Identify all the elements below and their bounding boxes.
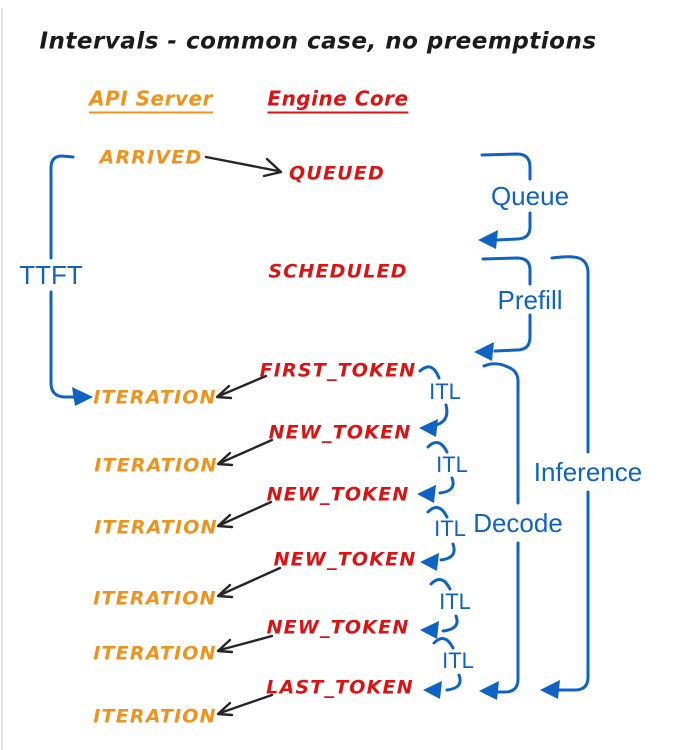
arrow-head bbox=[262, 157, 283, 178]
new-token-3-to-iteration-arrow bbox=[216, 566, 282, 599]
arrived-to-queued-arrow bbox=[204, 155, 283, 178]
column-header-engine-core: Engine Core bbox=[267, 89, 409, 114]
ttft-bracket bbox=[49, 154, 93, 406]
event-iteration-4: ITERATION bbox=[93, 587, 217, 610]
ttft-bracket-top bbox=[49, 154, 75, 260]
inference-arrowhead bbox=[540, 680, 560, 699]
column-header-api-server: API Server bbox=[89, 89, 213, 114]
event-iteration-1: ITERATION bbox=[93, 386, 217, 409]
event-new-token-1: NEW_TOKEN bbox=[268, 421, 412, 444]
event-first-token: FIRST_TOKEN bbox=[259, 359, 417, 382]
decode-arrowhead bbox=[479, 681, 499, 700]
queue-arrowhead bbox=[478, 230, 498, 249]
interval-label-itl-2: ITL bbox=[436, 452, 468, 477]
event-arrived: ARRIVED bbox=[99, 146, 203, 169]
interval-label-decode: Decode bbox=[473, 508, 563, 538]
itl-5-arc bbox=[432, 637, 455, 650]
itl-connector-5 bbox=[423, 637, 462, 699]
arrow-line bbox=[218, 634, 274, 652]
interval-label-ttft: TTFT bbox=[19, 260, 83, 290]
interval-label-itl-3: ITL bbox=[434, 516, 466, 541]
event-scheduled: SCHEDULED bbox=[268, 260, 408, 283]
diagram-title: Intervals - common case, no preemptions bbox=[39, 28, 597, 55]
event-iteration-2: ITERATION bbox=[94, 454, 218, 477]
arrow-head bbox=[216, 583, 234, 599]
queue-bracket-top bbox=[480, 152, 532, 181]
interval-label-prefill: Prefill bbox=[497, 285, 563, 315]
interval-label-itl-4: ITL bbox=[439, 589, 471, 614]
event-iteration-5: ITERATION bbox=[93, 642, 217, 665]
itl-3-arrowhead bbox=[420, 553, 439, 571]
itl-3-hook bbox=[439, 542, 456, 562]
new-token-4-to-iteration-arrow bbox=[216, 634, 274, 654]
interval-label-itl-1: ITL bbox=[429, 379, 461, 404]
arrow-line bbox=[218, 693, 274, 715]
event-new-token-3: NEW_TOKEN bbox=[273, 548, 417, 571]
itl-5-hook bbox=[445, 673, 462, 692]
itl-5-arrowhead bbox=[423, 681, 442, 699]
queue-bracket-bottom bbox=[495, 211, 532, 242]
itl-4-arc bbox=[429, 578, 452, 591]
itl-3-arc bbox=[426, 506, 449, 519]
itl-connector-1 bbox=[418, 365, 449, 437]
black-arrows bbox=[204, 155, 283, 717]
inference-bracket-bottom bbox=[557, 490, 590, 692]
event-new-token-2: NEW_TOKEN bbox=[266, 483, 410, 506]
arrow-head bbox=[215, 384, 233, 400]
interval-label-queue: Queue bbox=[490, 181, 570, 211]
arrow-line bbox=[217, 374, 268, 398]
event-iteration-6: ITERATION bbox=[93, 705, 217, 728]
itl-2-arrowhead bbox=[417, 485, 436, 503]
decode-bracket-bottom bbox=[496, 541, 520, 694]
interval-label-itl-5: ITL bbox=[442, 648, 474, 673]
itl-1-arc bbox=[418, 365, 441, 380]
prefill-arrowhead bbox=[474, 342, 494, 361]
prefill-bracket bbox=[474, 256, 532, 361]
arrow-head bbox=[216, 638, 234, 654]
event-queued: QUEUED bbox=[289, 162, 385, 185]
arrow-head bbox=[216, 451, 234, 467]
arrow-head bbox=[216, 513, 234, 529]
queue-bracket bbox=[478, 152, 532, 249]
event-iteration-3: ITERATION bbox=[94, 516, 218, 539]
itl-1-arrowhead bbox=[419, 419, 438, 437]
arrow-line bbox=[218, 500, 273, 527]
arrow-line bbox=[204, 155, 280, 173]
event-last-token: LAST_TOKEN bbox=[266, 676, 414, 699]
itl-connector-3 bbox=[420, 506, 456, 571]
inference-bracket bbox=[540, 255, 590, 699]
arrow-line bbox=[218, 566, 282, 597]
window-edge-line bbox=[1, 8, 3, 750]
ttft-arrowhead bbox=[72, 387, 93, 406]
decode-bracket bbox=[479, 362, 520, 700]
arrow-head bbox=[216, 701, 234, 717]
new-token-2-to-iteration-arrow bbox=[216, 500, 273, 529]
itl-2-arc bbox=[426, 441, 449, 454]
itl-connector-2 bbox=[417, 441, 455, 503]
first-token-to-iteration-arrow bbox=[215, 374, 268, 400]
ttft-bracket-bottom bbox=[49, 290, 78, 399]
inference-bracket-top bbox=[550, 255, 590, 454]
prefill-bracket-bottom bbox=[493, 313, 532, 353]
arrow-line bbox=[218, 438, 274, 465]
itl-4-arrowhead bbox=[420, 621, 439, 639]
itl-connector-4 bbox=[420, 578, 459, 639]
event-new-token-4: NEW_TOKEN bbox=[266, 616, 410, 639]
itl-4-hook bbox=[441, 614, 459, 633]
interval-label-inference: Inference bbox=[533, 457, 643, 487]
last-token-to-iteration-arrow bbox=[216, 693, 274, 717]
itl-2-hook bbox=[438, 476, 455, 495]
new-token-1-to-iteration-arrow bbox=[216, 438, 274, 467]
itl-1-hook bbox=[434, 403, 449, 427]
decode-bracket-top bbox=[482, 362, 520, 505]
prefill-bracket-top bbox=[481, 256, 532, 286]
